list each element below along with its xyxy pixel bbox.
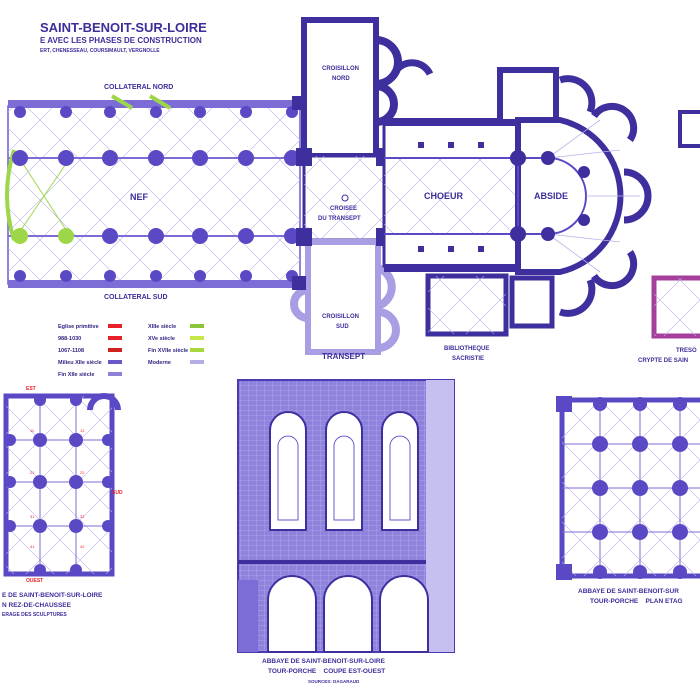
section-caption-1: ABBAYE DE SAINT-BENOIT-SUR-LOIRE [262, 658, 385, 665]
label-croisee: CROISEE [330, 206, 358, 212]
legend-label: XIIIe siècle [148, 324, 176, 330]
label-crypte: CRYPTE DE SAIN [638, 358, 689, 364]
porch-upper-plan [556, 396, 700, 580]
svg-text:31: 31 [30, 514, 35, 519]
legend-swatch [190, 336, 204, 340]
legend-swatch [108, 348, 122, 352]
porch-section [237, 379, 455, 653]
legend-swatch [108, 372, 122, 376]
label-ouest: OUEST [26, 578, 44, 584]
legend-swatch [108, 360, 122, 364]
label-croisillon-sud: CROISILLON [322, 314, 359, 320]
porch-ground-caption-2: N REZ-DE-CHAUSSEE [2, 602, 71, 609]
library-sacristy [425, 273, 555, 337]
svg-text:21: 21 [30, 470, 35, 475]
legend-label: Fin XVIIe siècle [148, 348, 188, 354]
title-line-3: ERT, CHENESSEAU, COURSIMAULT, VERGNOLLE [40, 48, 160, 54]
choir [382, 59, 559, 272]
legend-label: XVe siècle [148, 336, 175, 342]
svg-text:32: 32 [80, 514, 85, 519]
svg-text:12: 12 [80, 428, 85, 433]
porch-upper-caption-2: TOUR-PORCHE PLAN ETAG [590, 598, 683, 605]
title-line-1: SAINT-BENOIT-SUR-LOIRE [40, 20, 207, 35]
legend-label: Eglise primitive [58, 324, 99, 330]
apse [510, 75, 652, 317]
label-nef: NEF [130, 192, 148, 202]
label-sacristie: SACRISTIE [452, 356, 485, 362]
legend-label: Moderne [148, 360, 171, 366]
nave [5, 94, 301, 288]
label-collateral-nord: COLLATERAL NORD [104, 84, 174, 91]
legend-label: 1067-1108 [58, 348, 84, 354]
label-abside: ABSIDE [534, 191, 569, 201]
legend-label: Fin XIIe siècle [58, 372, 94, 378]
label-croisee-2: DU TRANSEPT [318, 216, 361, 222]
porch-ground-caption-3: ERAGE DES SCULPTURES [2, 612, 67, 618]
section-caption-2: TOUR-PORCHE COUPE EST-OUEST [268, 668, 386, 675]
label-est: EST [26, 386, 36, 392]
label-croisillon-sud-2: SUD [336, 324, 349, 330]
section-caption-3: SOURCES: DAGARAUD [308, 679, 360, 684]
treasury-crypt [651, 110, 700, 339]
legend-swatch [108, 324, 122, 328]
legend-swatch [190, 324, 204, 328]
legend-label: Milieu XIIe siècle [58, 360, 102, 366]
porch-ground-plan: 11 12 21 22 31 32 41 42 [3, 393, 121, 577]
label-choeur: CHOEUR [424, 191, 464, 201]
svg-text:22: 22 [80, 470, 85, 475]
label-collateral-sud: COLLATERAL SUD [104, 294, 168, 301]
transept [290, 17, 402, 355]
legend-swatch [190, 360, 204, 364]
label-bibliotheque: BIBLIOTHEQUE [444, 346, 490, 352]
legend-swatch [108, 336, 122, 340]
porch-ground-caption-1: E DE SAINT-BENOIT-SUR-LOIRE [2, 592, 103, 599]
label-transept: TRANSEPT [322, 352, 366, 361]
svg-text:11: 11 [30, 428, 35, 433]
label-tresor: TRESO [676, 348, 697, 354]
label-sud: SUD [112, 490, 123, 496]
svg-text:42: 42 [80, 544, 85, 549]
legend-swatch [190, 348, 204, 352]
phase-legend: Eglise primitive 988-1030 1067-1108 Mili… [58, 324, 204, 378]
porch-upper-caption-1: ABBAYE DE SAINT-BENOIT-SUR [578, 588, 679, 595]
title-line-2: E AVEC LES PHASES DE CONSTRUCTION [40, 36, 202, 45]
label-croisillon-nord: CROISILLON [322, 66, 359, 72]
legend-label: 988-1030 [58, 336, 81, 342]
label-croisillon-nord-2: NORD [332, 76, 350, 82]
svg-text:41: 41 [30, 544, 35, 549]
